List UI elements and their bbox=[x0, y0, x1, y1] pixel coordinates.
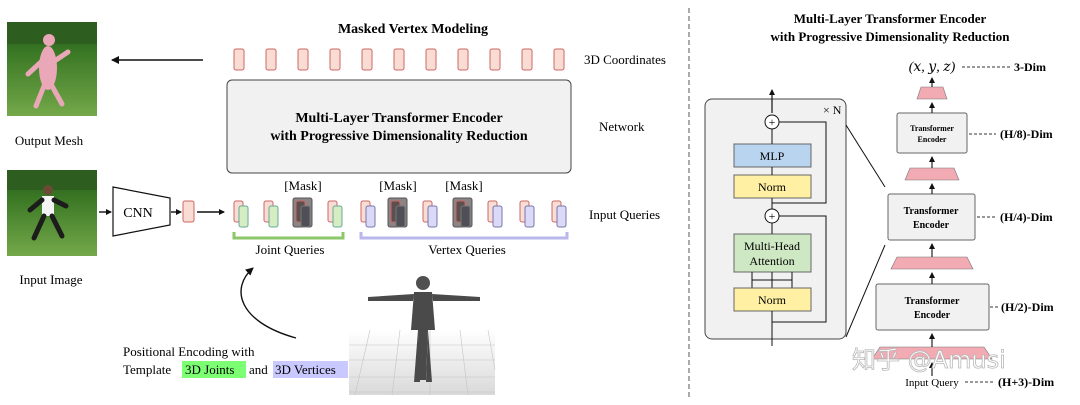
residual-path-top bbox=[772, 121, 827, 204]
encoder-box bbox=[226, 79, 572, 174]
qkv-lines bbox=[751, 272, 793, 288]
output-token-3 bbox=[297, 48, 309, 71]
encoder-large bbox=[875, 283, 990, 331]
mlp-label: MLP bbox=[760, 149, 785, 163]
query-token-front-8 bbox=[460, 205, 471, 228]
cnn-label: CNN bbox=[123, 206, 153, 221]
attention-block bbox=[733, 233, 812, 273]
output-token-8 bbox=[457, 48, 469, 71]
proj-trap-4 bbox=[871, 346, 993, 360]
vertex-queries-bracket bbox=[359, 232, 569, 240]
norm-label-top: Norm bbox=[758, 180, 787, 194]
positional-encoding-arrow bbox=[240, 267, 297, 339]
joint-queries-bracket bbox=[232, 232, 345, 240]
output-token-6 bbox=[393, 48, 405, 71]
encoder-mid-line1: Transformer bbox=[904, 206, 959, 217]
pe-joints-highlight bbox=[182, 361, 246, 378]
pe-vertices: 3D Vertices bbox=[275, 362, 336, 377]
query-token-front-7 bbox=[427, 205, 438, 228]
dim-h2: (H/2)-Dim bbox=[1001, 300, 1054, 314]
proj-trap-2 bbox=[904, 167, 960, 181]
output-token-4 bbox=[329, 48, 341, 71]
left-title: Masked Vertex Modeling bbox=[338, 22, 488, 37]
attention-line1: Multi-Head bbox=[744, 239, 800, 253]
output-mesh-label: Output Mesh bbox=[15, 133, 84, 148]
dim-h3: (H+3)-Dim bbox=[998, 375, 1054, 389]
output-token-7 bbox=[425, 48, 437, 71]
output-token-5 bbox=[361, 48, 373, 71]
encoder-mid bbox=[887, 193, 976, 241]
output-token-10 bbox=[521, 48, 533, 71]
zoom-line-bottom bbox=[845, 244, 886, 338]
dim-h8: (H/8)-Dim bbox=[1000, 127, 1053, 141]
template-mesh-image bbox=[349, 269, 496, 396]
residual-path-bottom bbox=[772, 215, 827, 323]
pe-vertices-highlight bbox=[273, 361, 348, 378]
mask-label-1: [Mask] bbox=[284, 178, 322, 193]
proj-trap-1 bbox=[916, 86, 948, 100]
pe-and: and bbox=[249, 362, 268, 377]
pe-line1: Positional Encoding with bbox=[123, 344, 255, 359]
input-image-label: Input Image bbox=[19, 272, 82, 287]
watermark: 知乎 @Amusi bbox=[852, 346, 1006, 374]
encoder-title-line1: Multi-Layer Transformer Encoder bbox=[295, 111, 502, 126]
output-label: 3D Coordinates bbox=[584, 52, 666, 67]
output-mesh-image bbox=[7, 22, 97, 116]
query-token-front-2 bbox=[268, 205, 279, 228]
encoder-title-line2: with Progressive Dimensionality Reductio… bbox=[270, 129, 528, 144]
input-queries-label: Input Queries bbox=[589, 207, 660, 222]
image-feature-token bbox=[182, 200, 195, 223]
attention-line2: Attention bbox=[749, 254, 794, 268]
query-token-front-4 bbox=[332, 205, 343, 228]
input-image bbox=[7, 170, 97, 256]
repeat-n: × N bbox=[823, 103, 842, 117]
plus-top: + bbox=[769, 115, 776, 129]
pe-joints: 3D Joints bbox=[185, 362, 234, 377]
query-token-front-6 bbox=[395, 205, 406, 228]
dim-3: 3-Dim bbox=[1014, 60, 1046, 74]
encoder-mid-line2: Encoder bbox=[913, 220, 950, 231]
norm-label-bottom: Norm bbox=[758, 293, 787, 307]
mask-label-2: [Mask] bbox=[379, 178, 417, 193]
cnn-block bbox=[112, 186, 171, 237]
zoom-line-top bbox=[845, 124, 886, 188]
output-token-2 bbox=[265, 48, 277, 71]
encoder-large-line2: Encoder bbox=[914, 310, 951, 321]
encoder-large-line1: Transformer bbox=[905, 296, 960, 307]
input-query-row bbox=[233, 197, 567, 228]
output-token-row bbox=[233, 48, 565, 71]
pe-line2-prefix: Template bbox=[123, 362, 171, 377]
plus-mid: + bbox=[769, 209, 776, 223]
proj-trap-3 bbox=[890, 256, 974, 270]
output-token-11 bbox=[553, 48, 565, 71]
encoder-small bbox=[896, 112, 968, 154]
right-title-line1: Multi-Layer Transformer Encoder bbox=[794, 11, 987, 26]
joint-queries-label: Joint Queries bbox=[256, 242, 325, 257]
encoder-small-line1: Transformer bbox=[910, 124, 954, 133]
query-token-front-1 bbox=[238, 205, 249, 228]
input-query-label: Input Query bbox=[905, 377, 959, 389]
xyz-output: (𝑥, 𝑦, 𝑧) bbox=[909, 60, 956, 75]
query-token-front-10 bbox=[524, 205, 535, 228]
output-token-9 bbox=[489, 48, 501, 71]
query-token-front-3 bbox=[300, 205, 311, 228]
encoder-small-line2: Encoder bbox=[918, 135, 947, 144]
right-title-line2: with Progressive Dimensionality Reductio… bbox=[771, 29, 1011, 44]
query-token-front-9 bbox=[492, 205, 503, 228]
network-label: Network bbox=[599, 119, 645, 134]
output-token-1 bbox=[233, 48, 245, 71]
vertex-queries-label: Vertex Queries bbox=[428, 242, 506, 257]
mask-label-3: [Mask] bbox=[445, 178, 483, 193]
dim-h4: (H/4)-Dim bbox=[1000, 210, 1053, 224]
query-token-front-11 bbox=[556, 205, 567, 228]
query-token-front-5 bbox=[365, 205, 376, 228]
